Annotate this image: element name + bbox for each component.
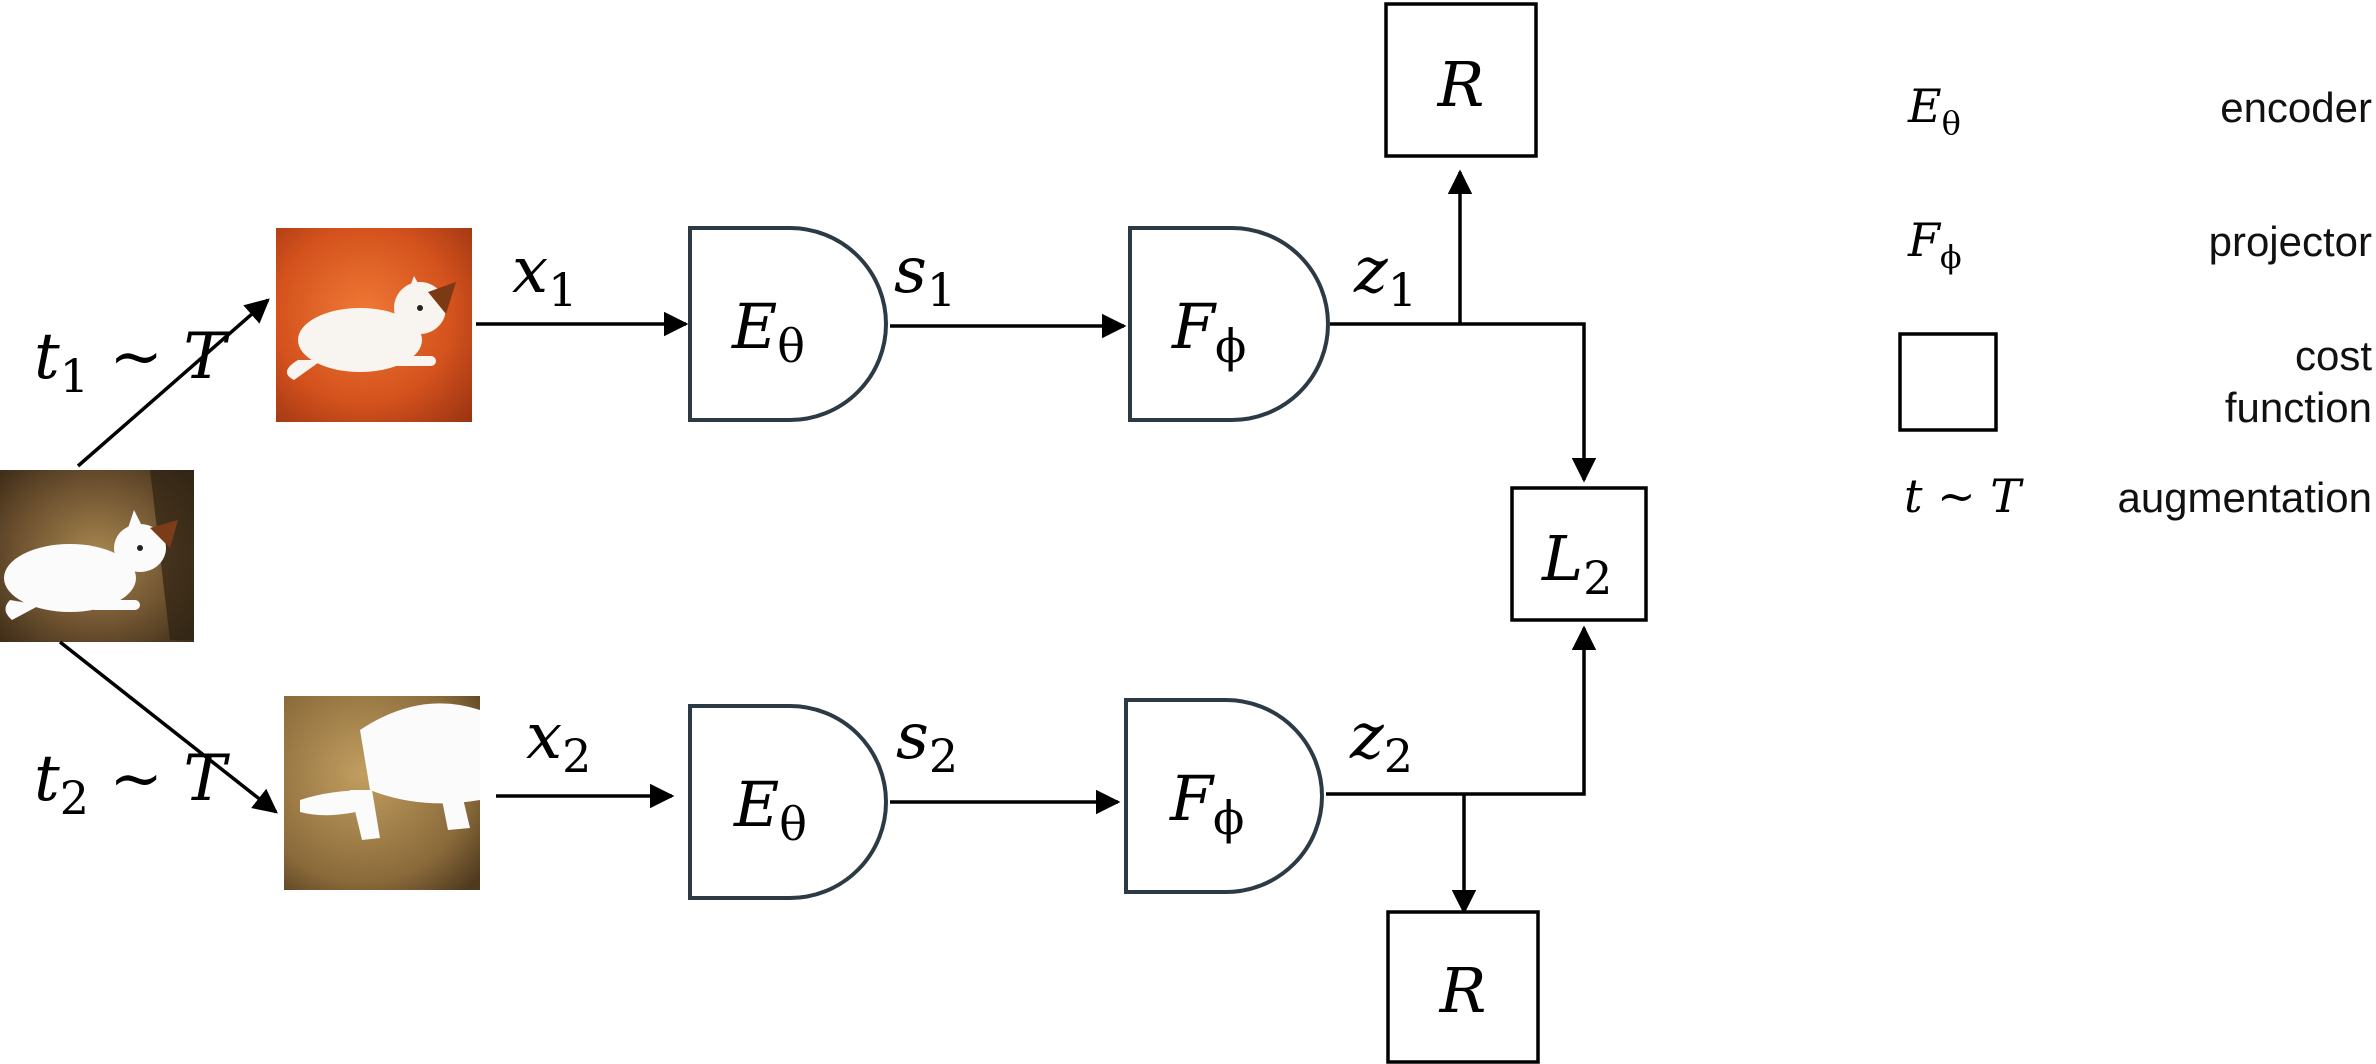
projector-label-top: Fϕ xyxy=(1171,290,1246,373)
legend-projector-symbol: Fϕ xyxy=(1907,213,1962,276)
z1-label: z1 xyxy=(1353,234,1417,317)
x2-label: x2 xyxy=(526,700,591,783)
legend-cost-box-icon xyxy=(1898,332,1998,432)
encoder-gate-bottom xyxy=(688,704,888,900)
augment-arrow-bottom xyxy=(58,640,278,814)
legend-projector-text: projector xyxy=(2209,218,2372,265)
augment-label-bottom: t2 ~ T xyxy=(34,742,230,825)
augment-arrow-top xyxy=(76,298,270,468)
encoder-gate-top xyxy=(688,226,888,422)
s2-label: s2 xyxy=(896,700,958,783)
s1-label: s1 xyxy=(894,234,956,317)
original-image xyxy=(0,470,194,642)
x1-label: x1 xyxy=(512,234,577,317)
legend-cost-text-line2: function xyxy=(2225,384,2372,431)
legend-augmentation-text: augmentation xyxy=(2117,474,2372,521)
z2-label: z2 xyxy=(1349,700,1413,783)
regularizer-box-top xyxy=(1384,2,1538,158)
legend-augmentation-symbol: t ~ T xyxy=(1904,469,2024,523)
legend-encoder-symbol: Eθ xyxy=(1907,79,1961,142)
projector-gate-top xyxy=(1128,226,1330,422)
augmented-view-2-image xyxy=(284,696,480,890)
regularizer-label-top: R xyxy=(1437,48,1485,121)
invariance-loss-box xyxy=(1510,486,1648,622)
encoder-label-top: Eθ xyxy=(731,290,805,373)
regularizer-box-bottom xyxy=(1386,910,1540,1064)
encoder-label-bottom: Eθ xyxy=(733,768,807,851)
augmented-view-1-image xyxy=(276,228,472,422)
regularizer-label-bottom: R xyxy=(1439,954,1487,1027)
projector-gate-bottom xyxy=(1124,698,1324,894)
legend: Eθ encoder Fϕ projector cost function t … xyxy=(1898,79,2372,523)
z1-to-l2-wire xyxy=(1330,322,1597,483)
z2-to-l2-wire xyxy=(1326,625,1597,796)
projector-label-bottom: Fϕ xyxy=(1169,762,1244,845)
legend-cost-text-line1: cost xyxy=(2295,332,2372,379)
invariance-loss-label: L2 xyxy=(1541,522,1612,605)
legend-encoder-text: encoder xyxy=(2220,84,2372,131)
augment-label-top: t1 ~ T xyxy=(34,320,230,403)
